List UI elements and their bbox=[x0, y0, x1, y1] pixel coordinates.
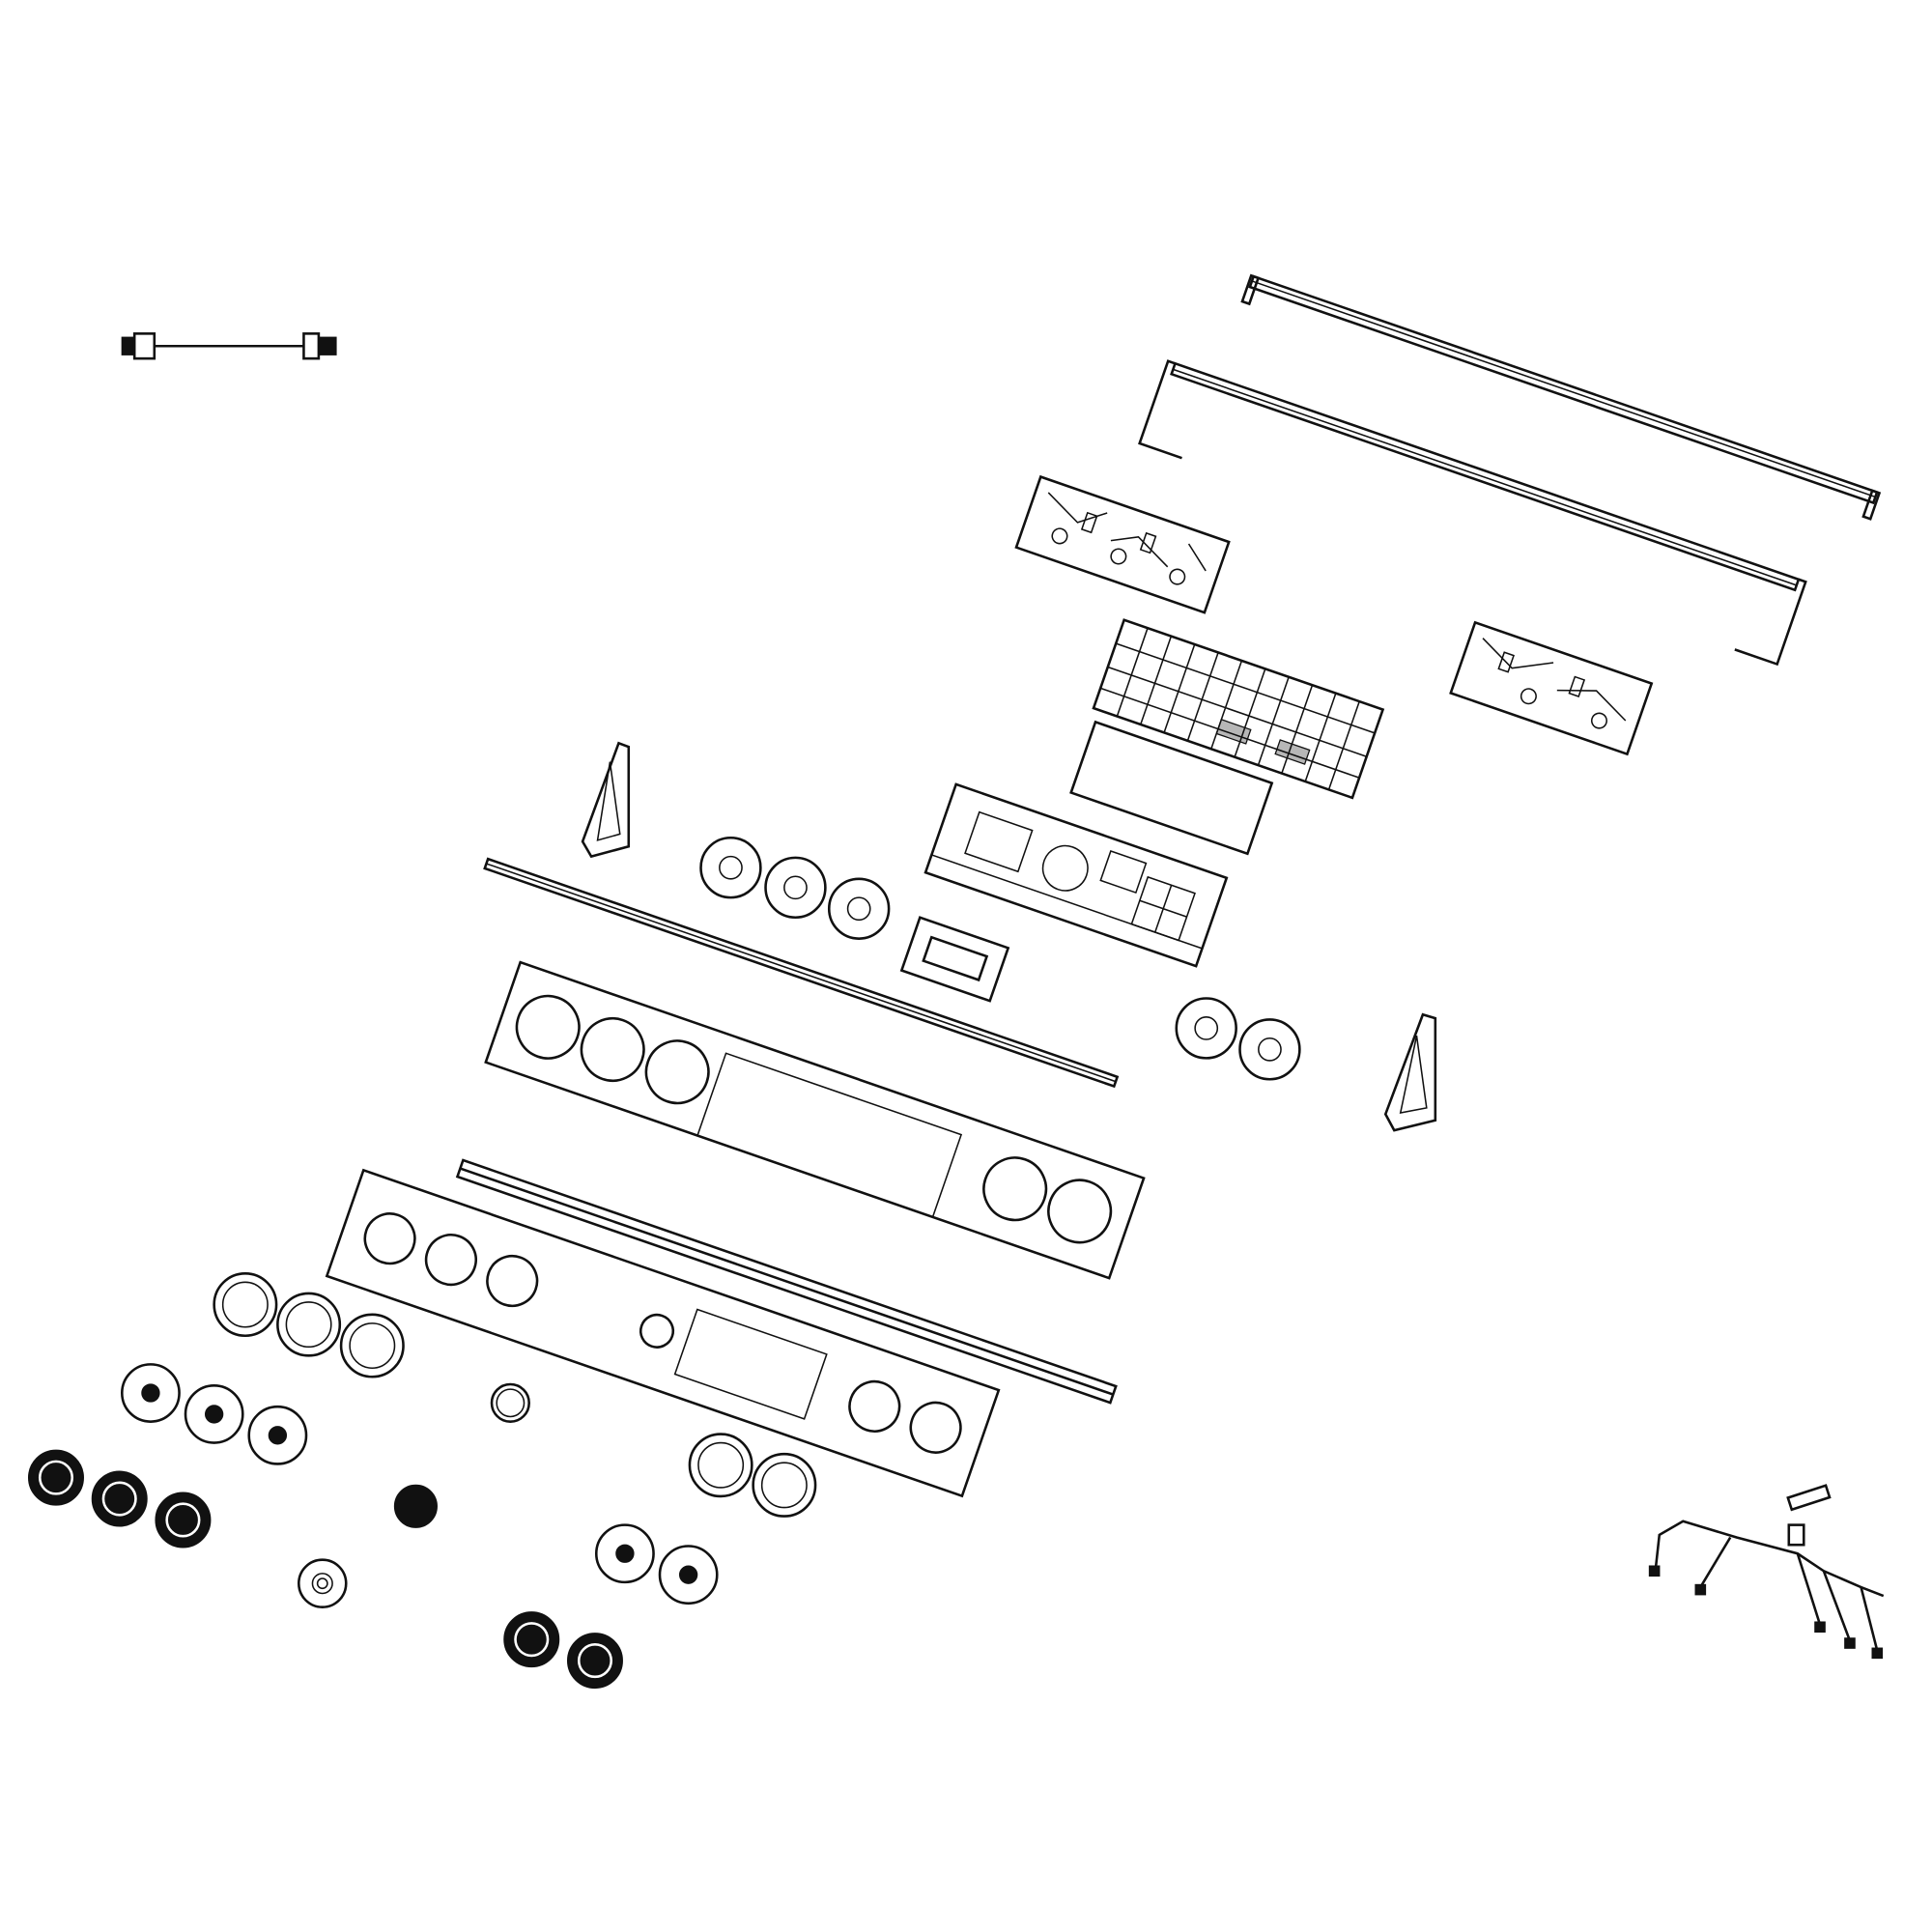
side-bracket-left bbox=[581, 741, 631, 859]
wire-harness-bottom bbox=[1648, 1484, 1885, 1660]
control-board-housing bbox=[923, 782, 1229, 968]
control-panel-front bbox=[325, 1168, 1001, 1498]
top-trim-rail bbox=[1240, 273, 1882, 521]
small-knob-parts bbox=[297, 1382, 530, 1608]
circuit-board-right bbox=[1449, 620, 1654, 756]
side-bracket-right bbox=[1383, 1012, 1437, 1132]
knob-inserts bbox=[121, 1363, 719, 1605]
rotary-switches bbox=[699, 836, 1301, 1081]
circuit-board-left bbox=[1014, 474, 1231, 614]
control-knobs[interactable] bbox=[27, 1449, 623, 1690]
display-lens bbox=[1069, 720, 1274, 856]
panel-extrusion bbox=[455, 1158, 1118, 1405]
wire-harness-connector bbox=[121, 332, 337, 360]
control-panel-frame bbox=[1138, 359, 1807, 667]
display-bracket-grid bbox=[1092, 618, 1385, 800]
trim-strip bbox=[483, 857, 1120, 1089]
knob-bezels bbox=[213, 1272, 817, 1518]
display-window bbox=[899, 916, 1010, 1003]
control-panel-back bbox=[484, 960, 1146, 1280]
